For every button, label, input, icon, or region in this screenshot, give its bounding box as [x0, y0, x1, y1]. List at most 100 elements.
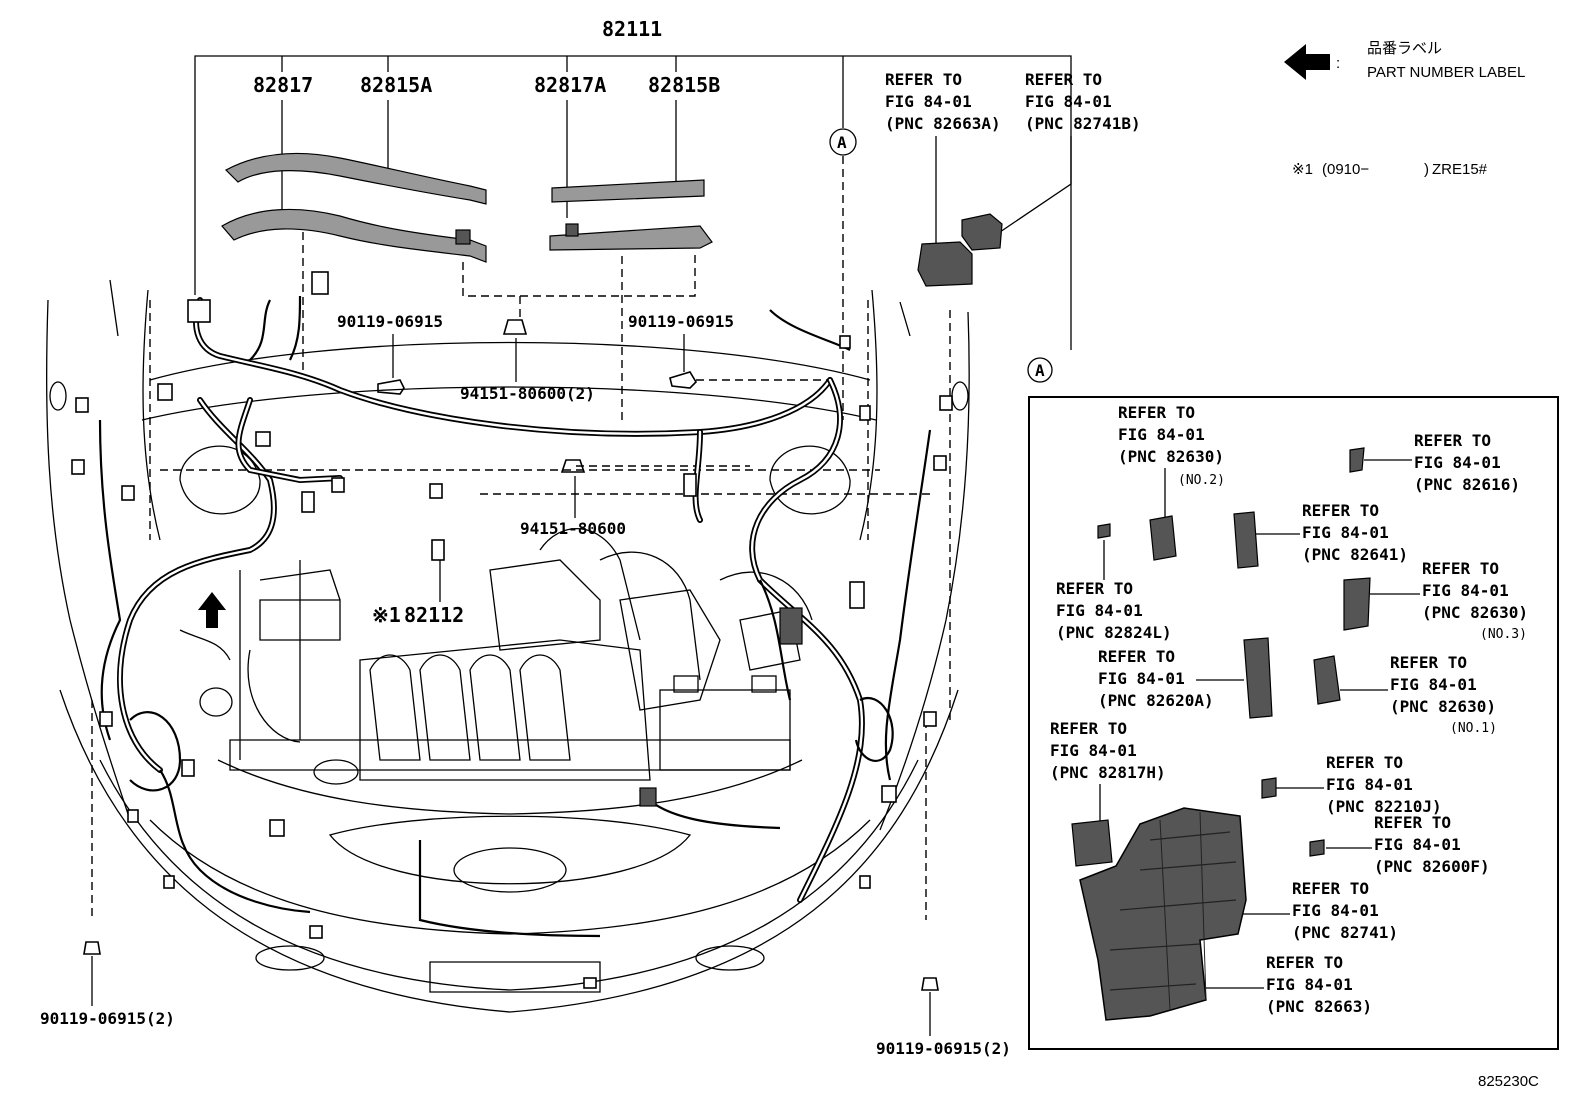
- detail-ref-82630-no3: REFER TO FIG 84-01 (PNC 82630) (NO.3): [1343, 559, 1528, 642]
- fig-text: FIG 84-01: [1422, 581, 1509, 600]
- bolt-label-right-top: 90119-06915: [628, 312, 734, 331]
- bottom-fasteners: 90119-06915(2) 90119-06915(2): [40, 941, 1011, 1058]
- detail-ref-82641: REFER TO FIG 84-01 (PNC 82641): [1233, 501, 1408, 569]
- label-82112-marker: ※1: [372, 603, 401, 627]
- fig-text: FIG 84-01: [1025, 92, 1112, 111]
- pnc-text: (PNC 82630): [1422, 603, 1528, 622]
- circle-a-label: A: [837, 133, 847, 152]
- protector-82817: [221, 208, 487, 263]
- relay-block-82663a: [917, 241, 973, 287]
- detail-a: A REFER TO FIG 84-01 (PNC 82630) (NO.2) …: [1027, 357, 1559, 1050]
- detail-ref-82630-no2: REFER TO FIG 84-01 (PNC 82630) (NO.2): [1118, 403, 1225, 561]
- detail-a-marker: A: [1035, 361, 1045, 380]
- fig-text: FIG 84-01: [1374, 835, 1461, 854]
- sub-text: (NO.2): [1178, 473, 1225, 488]
- refer-text: REFER TO: [1056, 579, 1133, 598]
- note-marker: ※1: [1292, 161, 1313, 178]
- pnc-text: (PNC 82630): [1390, 697, 1496, 716]
- circle-a-marker: [829, 128, 857, 156]
- bolt-icon: [669, 371, 698, 389]
- fig-text: FIG 84-01: [1292, 901, 1379, 920]
- detail-ref-82663: REFER TO FIG 84-01 (PNC 82663): [1196, 953, 1372, 1016]
- fig-text: FIG 84-01: [1118, 425, 1205, 444]
- bolt-label-left-top: 90119-06915: [337, 312, 443, 331]
- detail-ref-82210j: REFER TO FIG 84-01 (PNC 82210J): [1261, 753, 1442, 816]
- pnc-text: (PNC 82620A): [1098, 691, 1214, 710]
- refer-text: REFER TO: [1292, 879, 1369, 898]
- refer-text: REFER TO: [1098, 647, 1175, 666]
- pnc-text: (PNC 82616): [1414, 475, 1520, 494]
- clip-icon: [560, 459, 586, 473]
- bolt-label-bottom-left: 90119-06915(2): [40, 1009, 175, 1028]
- fig-text: FIG 84-01: [1266, 975, 1353, 994]
- bolt-icon: [921, 977, 939, 991]
- note-model: ZRE15#: [1432, 161, 1488, 178]
- legend-jp-label: 品番ラベル: [1367, 40, 1442, 57]
- refer-text: REFER TO: [1050, 719, 1127, 738]
- fig-text: FIG 84-01: [1050, 741, 1137, 760]
- pnc-text: (PNC 82663A): [885, 114, 1001, 133]
- refer-text: REFER TO: [1374, 813, 1451, 832]
- pnc-text: (PNC 82741B): [1025, 114, 1141, 133]
- refer-text: REFER TO: [1266, 953, 1343, 972]
- detail-ref-82616: REFER TO FIG 84-01 (PNC 82616): [1349, 431, 1520, 494]
- legend-colon: :: [1336, 55, 1340, 72]
- protector-82815b: [549, 225, 713, 251]
- pnc-text: (PNC 82210J): [1326, 797, 1442, 816]
- label-location-arrow-icon: [198, 592, 226, 628]
- fig-text: FIG 84-01: [1056, 601, 1143, 620]
- pnc-text: (PNC 82630): [1118, 447, 1224, 466]
- model-note: ※1 (0910− ) ZRE15#: [1292, 161, 1488, 178]
- bracket-82741b: [961, 213, 1003, 251]
- detail-a-circle: [1027, 357, 1053, 383]
- refer-text: REFER TO: [1302, 501, 1379, 520]
- wire-harness-82111: [71, 271, 953, 989]
- figure-code: 825230C: [1478, 1073, 1539, 1090]
- bolt-label-bottom-right: 90119-06915(2): [876, 1039, 1011, 1058]
- engine: [179, 527, 813, 785]
- clip-label-2: 94151-80600(2): [460, 384, 595, 403]
- callout-tree-82111: 82111 82817 82815A 82817A 82815B A: [194, 17, 1072, 420]
- note-range-end: ): [1424, 161, 1429, 178]
- label-82817a: 82817A: [534, 73, 606, 97]
- pnc-text: (PNC 82817H): [1050, 763, 1166, 782]
- refer-text: REFER TO: [1025, 70, 1102, 89]
- detail-ref-82630-no1: REFER TO FIG 84-01 (PNC 82630) (NO.1): [1313, 653, 1497, 736]
- refer-text: REFER TO: [1326, 753, 1403, 772]
- detail-ref-82741: REFER TO FIG 84-01 (PNC 82741): [1242, 879, 1398, 942]
- label-82112: 82112: [404, 603, 464, 627]
- clip-icon: [502, 319, 528, 335]
- refer-text: REFER TO: [1118, 403, 1195, 422]
- refer-top-2: REFER TO FIG 84-01 (PNC 82741B): [961, 70, 1141, 251]
- label-arrow-icon: [1284, 44, 1330, 80]
- pnc-text: (PNC 82741): [1292, 923, 1398, 942]
- callout-82112: ※1 82112: [372, 560, 464, 627]
- refer-text: REFER TO: [1422, 559, 1499, 578]
- detail-a-box: [1028, 396, 1559, 1050]
- label-82817: 82817: [253, 73, 313, 97]
- legend-en-label: PART NUMBER LABEL: [1367, 64, 1525, 81]
- protectors: [221, 152, 713, 422]
- bolt-icon: [377, 379, 405, 395]
- detail-ref-82817h: REFER TO FIG 84-01 (PNC 82817H): [1050, 719, 1166, 867]
- sub-text: (NO.1): [1450, 721, 1497, 736]
- fig-text: FIG 84-01: [1326, 775, 1413, 794]
- pnc-text: (PNC 82824L): [1056, 623, 1172, 642]
- fig-text: FIG 84-01: [1098, 669, 1185, 688]
- fig-text: FIG 84-01: [1414, 453, 1501, 472]
- fig-text: FIG 84-01: [885, 92, 972, 111]
- pnc-text: (PNC 82641): [1302, 545, 1408, 564]
- refer-text: REFER TO: [885, 70, 962, 89]
- label-82815a: 82815A: [360, 73, 432, 97]
- sub-text: (NO.3): [1480, 627, 1527, 642]
- pnc-text: (PNC 82600F): [1374, 857, 1490, 876]
- refer-text: REFER TO: [1390, 653, 1467, 672]
- protector-82817a: [551, 179, 705, 203]
- part-number-label-legend: : 品番ラベル PART NUMBER LABEL: [1284, 40, 1525, 81]
- pnc-text: (PNC 82663): [1266, 997, 1372, 1016]
- label-82815b: 82815B: [648, 73, 720, 97]
- fig-text: FIG 84-01: [1390, 675, 1477, 694]
- detail-ref-82620a: REFER TO FIG 84-01 (PNC 82620A): [1098, 637, 1273, 719]
- detail-ref-82600f: REFER TO FIG 84-01 (PNC 82600F): [1309, 813, 1490, 876]
- fig-text: FIG 84-01: [1302, 523, 1389, 542]
